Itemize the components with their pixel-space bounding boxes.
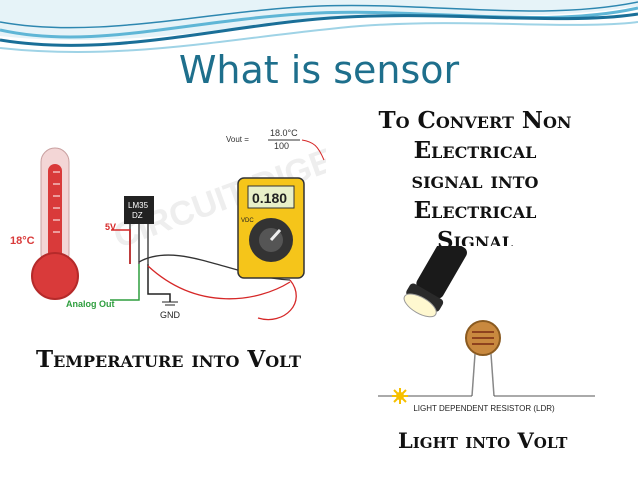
ground-label: GND bbox=[160, 310, 181, 320]
sensor-label-line1: LM35 bbox=[128, 201, 149, 210]
formula-numerator: 18.0°C bbox=[270, 128, 298, 138]
formula-prefix: Vout = bbox=[226, 135, 249, 144]
header-waves bbox=[0, 0, 638, 54]
multimeter-icon bbox=[237, 177, 305, 279]
temperature-caption: Temperature into Volt bbox=[36, 346, 302, 373]
convert-heading-line: Electrical bbox=[413, 197, 537, 224]
thermometer-icon bbox=[31, 147, 79, 300]
convert-heading: To Convert Non Electrical signal into El… bbox=[355, 106, 595, 256]
ldr-sensor-icon bbox=[465, 320, 501, 397]
supply-label: 5V bbox=[105, 222, 116, 232]
lm35-sensor-icon bbox=[124, 196, 154, 264]
convert-heading-line: To Convert Non bbox=[378, 107, 572, 134]
sensor-label-line2: DZ bbox=[132, 211, 143, 220]
meter-display: 0.180 bbox=[252, 190, 287, 206]
flashlight-icon bbox=[403, 246, 467, 318]
light-burst-icon bbox=[392, 388, 408, 404]
light-caption: Light into Volt bbox=[398, 428, 568, 453]
thermometer-reading: 18°C bbox=[10, 235, 35, 247]
analog-out-label: Analog Out bbox=[66, 299, 115, 309]
convert-heading-line: Electrical bbox=[413, 137, 537, 164]
slide-title: What is sensor bbox=[178, 48, 460, 92]
convert-heading-line: signal into bbox=[411, 167, 539, 194]
lm35-circuit-figure: CIRCUIT DIGEST 18°C LM35 DZ 5V Analog Ou… bbox=[8, 112, 326, 324]
ldr-figure: LIGHT DEPENDENT RESISTOR (LDR) bbox=[370, 246, 598, 416]
ldr-caption: LIGHT DEPENDENT RESISTOR (LDR) bbox=[413, 404, 555, 413]
meter-dial-label: VDC bbox=[241, 218, 254, 224]
formula-denominator: 100 bbox=[274, 141, 289, 151]
